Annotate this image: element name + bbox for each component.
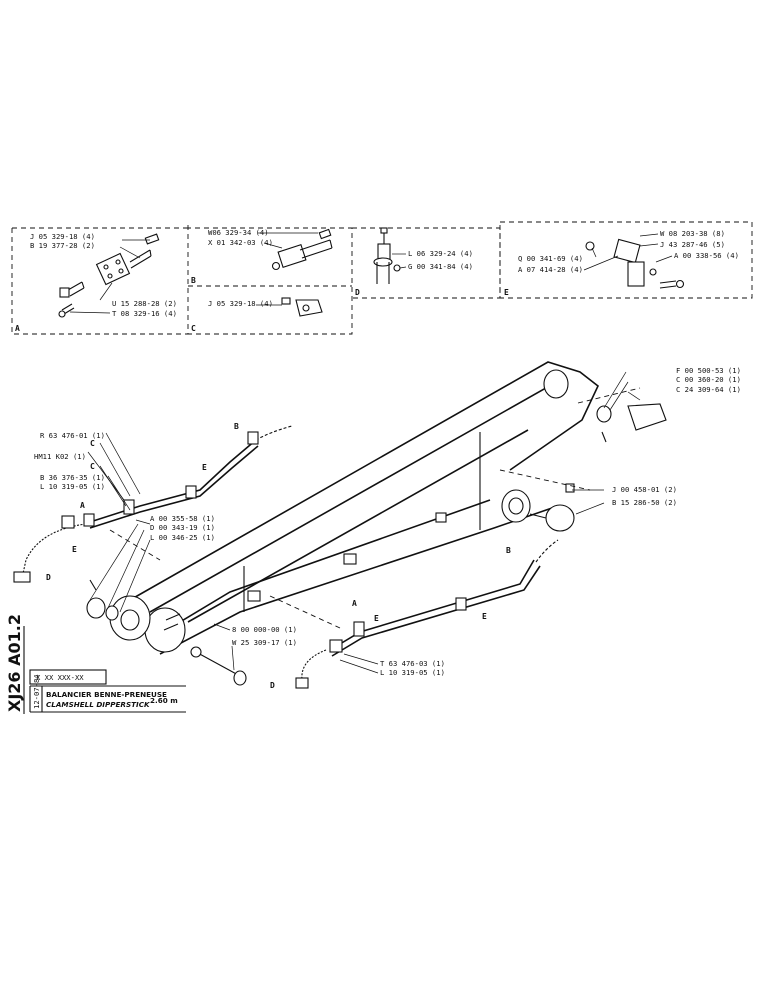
main-labels: R 63 476-01 (1) HM11 K02 (1) B 36 376-35…: [34, 366, 741, 677]
label-a00355: A 00 355-58 (1): [150, 514, 215, 523]
callout-e-left-bottom: E: [72, 545, 77, 554]
hose-left: [13, 425, 293, 583]
callout-d-right: D: [270, 681, 275, 690]
title-date: 12-07-84: [32, 674, 41, 709]
detail-b-part-2: X 01 342-03 (4): [208, 238, 273, 247]
detail-a-letter: A: [15, 324, 20, 333]
callout-b-left: B: [234, 422, 239, 431]
label-d00343: D 00 343-19 (1): [150, 523, 215, 532]
label-l00346: L 00 346-25 (1): [150, 533, 215, 542]
detail-e-part-5: A 07 414-28 (4): [518, 265, 583, 274]
callout-c-lower: C: [90, 462, 95, 471]
callout-c-upper: C: [90, 439, 95, 448]
label-b36376: B 36 376-35 (1): [40, 473, 105, 482]
detail-e-letter: E: [504, 288, 509, 297]
label-b15286: B 15 286-50 (2): [612, 498, 677, 507]
label-hm11k02: HM11 K02 (1): [34, 452, 86, 461]
detail-e-part-2: J 43 287-46 (5): [660, 240, 725, 249]
detail-e-drawing: [585, 238, 685, 289]
callout-d-left: D: [46, 573, 51, 582]
callout-e-right: E: [482, 612, 487, 621]
label-l10319-left: L 10 319-05 (1): [40, 482, 105, 491]
title-length: 2.60 m: [150, 696, 178, 705]
label-8000000: 8 00 000-00 (1): [232, 625, 297, 634]
label-t63476: T 63 476-03 (1): [380, 659, 445, 668]
label-c24309: C 24 309-64 (1): [676, 385, 741, 394]
title-en: CLAMSHELL DIPPERSTICK: [46, 700, 151, 709]
label-l10319-right: L 10 319-05 (1): [380, 668, 445, 677]
hose-right: [295, 539, 559, 689]
detail-box-outline-e: [499, 221, 753, 299]
callout-b-right: B: [506, 546, 511, 555]
detail-a-part-4: T 08 329-16 (4): [112, 309, 177, 318]
detail-box-outline-ac: [11, 225, 353, 335]
callout-letters: C C B E A E D B A E E D: [46, 422, 511, 690]
callout-e-right-top: E: [374, 614, 379, 623]
label-r63476: R 63 476-01 (1): [40, 431, 105, 440]
detail-d-part-1: L 06 329-24 (4): [408, 249, 473, 258]
detail-c-drawing: [281, 297, 323, 317]
title-fr: BALANCIER BENNE-PRENEUSE: [46, 690, 167, 699]
label-w25309: W 25 309-17 (1): [232, 638, 297, 647]
detail-a-part-2: B 19 377-28 (2): [30, 241, 95, 250]
detail-c-part-1: J 05 329-18 (4): [208, 299, 273, 308]
detail-a-part-1: J 05 329-18 (4): [30, 232, 95, 241]
callout-e-left-top: E: [202, 463, 207, 472]
detail-d-drawing: [373, 227, 401, 284]
dipperstick-body: [86, 361, 667, 686]
label-j00458: J 00 458-01 (2): [612, 485, 677, 494]
side-code: XJ26 A01.2: [5, 614, 24, 712]
detail-a-drawing: [58, 233, 160, 318]
detail-e-part-4: A 00 338-56 (4): [674, 251, 739, 260]
detail-d-letter: D: [355, 288, 360, 297]
label-f00500: F 00 500-53 (1): [676, 366, 741, 375]
detail-e-part-3: Q 00 341-69 (4): [518, 254, 583, 263]
code-box: [29, 669, 107, 685]
detail-c-letter: C: [191, 324, 196, 333]
title-block: X XX XXX-XX 12-07-84 BALANCIER BENNE-PRE…: [5, 614, 186, 714]
detail-b-part-1: W06 329-34 (4): [208, 228, 269, 237]
detail-b-letter: B: [191, 276, 196, 285]
detail-a-part-3: U 15 288-28 (2): [112, 299, 177, 308]
leader-lines: [87, 371, 641, 674]
detail-e-part-1: W 08 203-38 (8): [660, 229, 725, 238]
detail-d-part-2: G 00 341-84 (4): [408, 262, 473, 271]
code-box-text: X XX XXX-XX: [36, 673, 84, 682]
callout-a-left: A: [80, 501, 85, 510]
detail-b-drawing: [271, 228, 333, 271]
callout-a-right: A: [352, 599, 357, 608]
detail-boxes: J 05 329-18 (4) B 19 377-28 (2) U 15 288…: [11, 221, 753, 335]
label-c00360: C 00 360-20 (1): [676, 375, 741, 384]
